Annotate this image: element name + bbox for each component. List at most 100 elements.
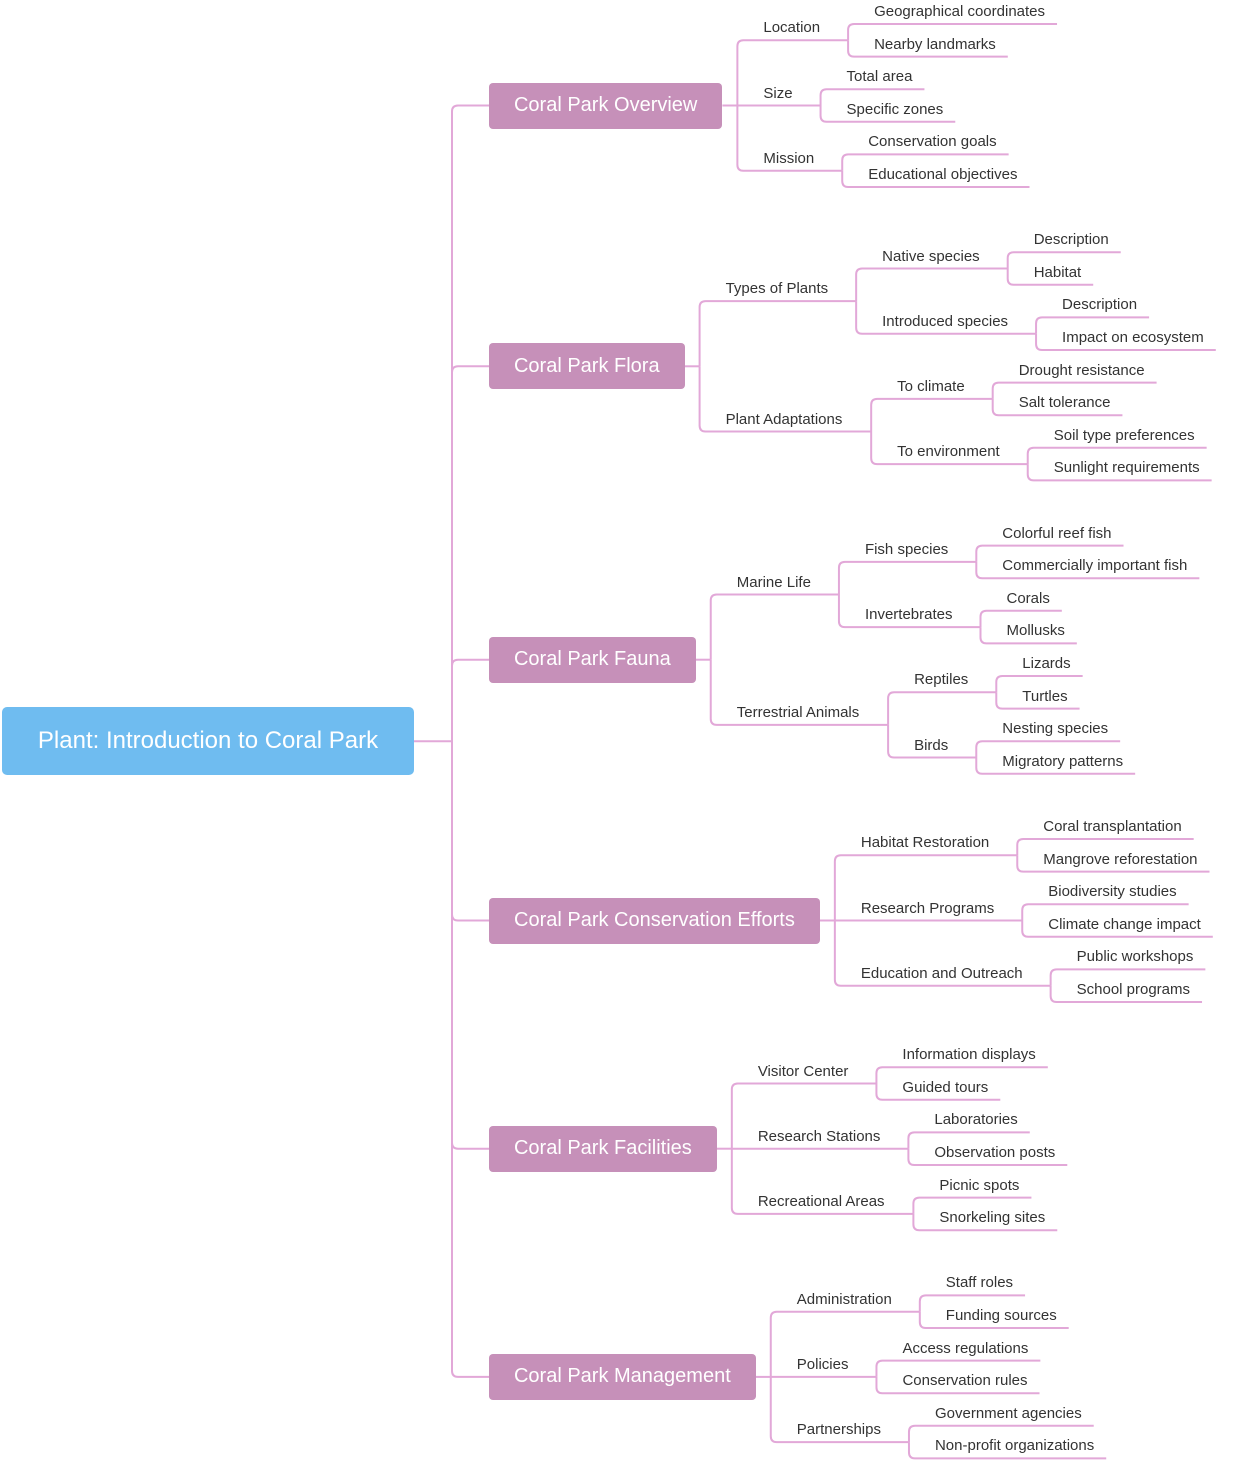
connector	[918, 1294, 1026, 1312]
connector	[912, 1196, 1032, 1214]
connector	[907, 1131, 1030, 1149]
connector	[837, 594, 981, 629]
leaf-node[interactable]: Habitat	[1033, 263, 1082, 281]
topic-node-level-3[interactable]: To climate	[897, 377, 965, 395]
leaf-node[interactable]: Public workshops	[1076, 948, 1194, 966]
topic-node-level-2[interactable]: Terrestrial Animals	[736, 703, 860, 721]
leaf-node[interactable]: Government agencies	[934, 1404, 1082, 1422]
connector	[918, 1311, 1069, 1329]
branch-node[interactable]: Coral Park Facilities	[489, 1125, 717, 1172]
root-node[interactable]: Plant: Introduction to Coral Park	[2, 707, 414, 776]
branch-node[interactable]: Coral Park Conservation Efforts	[489, 897, 820, 944]
leaf-node[interactable]: Geographical coordinates	[874, 3, 1046, 20]
connector	[995, 692, 1080, 710]
connector	[841, 153, 1009, 171]
branch-connector	[451, 741, 489, 1378]
leaf-node[interactable]: Colorful reef fish	[1002, 524, 1112, 542]
connector	[875, 1066, 1048, 1084]
connector	[730, 1082, 877, 1149]
topic-node-level-2[interactable]: Research Stations	[757, 1127, 881, 1145]
topic-node-level-3[interactable]: Reptiles	[914, 671, 969, 689]
connector	[1016, 855, 1210, 873]
topic-node-level-2[interactable]: Visitor Center	[757, 1062, 849, 1080]
leaf-node[interactable]: Picnic spots	[939, 1176, 1020, 1194]
topic-node-level-3[interactable]: Introduced species	[882, 312, 1009, 330]
connector	[975, 544, 1124, 562]
connector	[709, 659, 889, 726]
connector	[887, 724, 977, 759]
leaf-node[interactable]: Total area	[846, 68, 913, 86]
leaf-node[interactable]: Conservation rules	[902, 1372, 1028, 1390]
leaf-node[interactable]: Drought resistance	[1018, 361, 1145, 379]
leaf-node[interactable]: Non-profit organizations	[934, 1437, 1095, 1455]
topic-node-level-2[interactable]: Types of Plants	[725, 280, 829, 298]
leaf-node[interactable]: Impact on ecosystem	[1062, 329, 1204, 346]
topic-node-level-3[interactable]: Birds	[914, 736, 949, 754]
leaf-node[interactable]: Nearby landmarks	[874, 35, 996, 53]
leaf-node[interactable]: Information displays	[902, 1046, 1036, 1064]
leaf-node[interactable]: Access regulations	[902, 1339, 1029, 1357]
topic-node-level-2[interactable]: Policies	[796, 1355, 849, 1373]
topic-node-level-2[interactable]: Location	[763, 19, 821, 37]
connector	[1006, 268, 1094, 286]
branch-node[interactable]: Coral Park Fauna	[489, 636, 696, 683]
connector	[975, 561, 1200, 580]
leaf-node[interactable]: Mangrove reforestation	[1043, 850, 1198, 868]
leaf-node[interactable]: Soil type preferences	[1053, 426, 1195, 444]
leaf-node[interactable]: Funding sources	[945, 1307, 1057, 1324]
connector	[819, 105, 956, 123]
leaf-node[interactable]: Commercially important fish	[1002, 557, 1188, 575]
topic-node-level-2[interactable]: Recreational Areas	[757, 1192, 885, 1210]
connector	[907, 1148, 1068, 1166]
leaf-node[interactable]: Turtles	[1022, 687, 1068, 705]
topic-node-level-2[interactable]: Size	[763, 84, 793, 102]
branch-node[interactable]: Coral Park Flora	[489, 343, 685, 390]
leaf-node[interactable]: School programs	[1076, 981, 1191, 998]
leaf-node[interactable]: Sunlight requirements	[1053, 459, 1200, 477]
topic-node-level-2[interactable]: Education and Outreach	[860, 964, 1023, 982]
connector	[855, 301, 1037, 335]
topic-node-level-2[interactable]: Research Programs	[860, 899, 995, 917]
leaf-node[interactable]: Laboratories	[934, 1111, 1018, 1129]
topic-node-level-2[interactable]: Marine Life	[736, 573, 811, 591]
branch-node[interactable]: Coral Park Management	[489, 1353, 756, 1400]
leaf-node[interactable]: Mollusks	[1006, 622, 1065, 640]
leaf-node[interactable]: Salt tolerance	[1018, 394, 1111, 412]
connector	[979, 627, 1077, 645]
leaf-node[interactable]: Description	[1062, 296, 1138, 314]
topic-node-level-2[interactable]: Mission	[763, 149, 815, 167]
leaf-node[interactable]: Climate change impact	[1048, 915, 1201, 933]
leaf-node[interactable]: Lizards	[1022, 655, 1071, 672]
connector	[907, 1442, 1107, 1460]
branch-node[interactable]: Coral Park Overview	[489, 82, 723, 129]
leaf-node[interactable]: Observation posts	[934, 1144, 1056, 1161]
topic-node-level-2[interactable]: Plant Adaptations	[725, 410, 843, 428]
topic-node-level-3[interactable]: Fish species	[864, 540, 949, 558]
leaf-node[interactable]: Staff roles	[945, 1274, 1014, 1292]
leaf-node[interactable]: Description	[1033, 231, 1109, 249]
topic-node-level-3[interactable]: To environment	[897, 443, 1000, 461]
leaf-node[interactable]: Migratory patterns	[1002, 752, 1124, 770]
connector	[855, 267, 1008, 302]
leaf-node[interactable]: Conservation goals	[868, 133, 997, 151]
leaf-node[interactable]: Corals	[1006, 589, 1050, 607]
leaf-node[interactable]: Biodiversity studies	[1048, 883, 1177, 901]
leaf-node[interactable]: Specific zones	[846, 100, 944, 118]
connector	[1016, 838, 1194, 856]
branch-connector	[451, 741, 489, 922]
topic-node-level-3[interactable]: Invertebrates	[864, 606, 953, 624]
leaf-node[interactable]: Snorkeling sites	[939, 1209, 1046, 1227]
topic-node-level-2[interactable]: Partnerships	[796, 1421, 881, 1439]
topic-node-level-3[interactable]: Native species	[882, 247, 980, 265]
connector	[841, 170, 1030, 188]
leaf-node[interactable]: Nesting species	[1002, 720, 1109, 738]
topic-node-level-2[interactable]: Administration	[796, 1290, 892, 1308]
topic-node-level-2[interactable]: Habitat Restoration	[860, 834, 990, 852]
leaf-node[interactable]: Guided tours	[902, 1078, 989, 1096]
connector	[875, 1376, 1040, 1395]
leaf-node[interactable]: Coral transplantation	[1043, 818, 1182, 835]
connector	[698, 366, 872, 433]
leaf-node[interactable]: Educational objectives	[868, 166, 1018, 183]
connector	[979, 609, 1062, 628]
